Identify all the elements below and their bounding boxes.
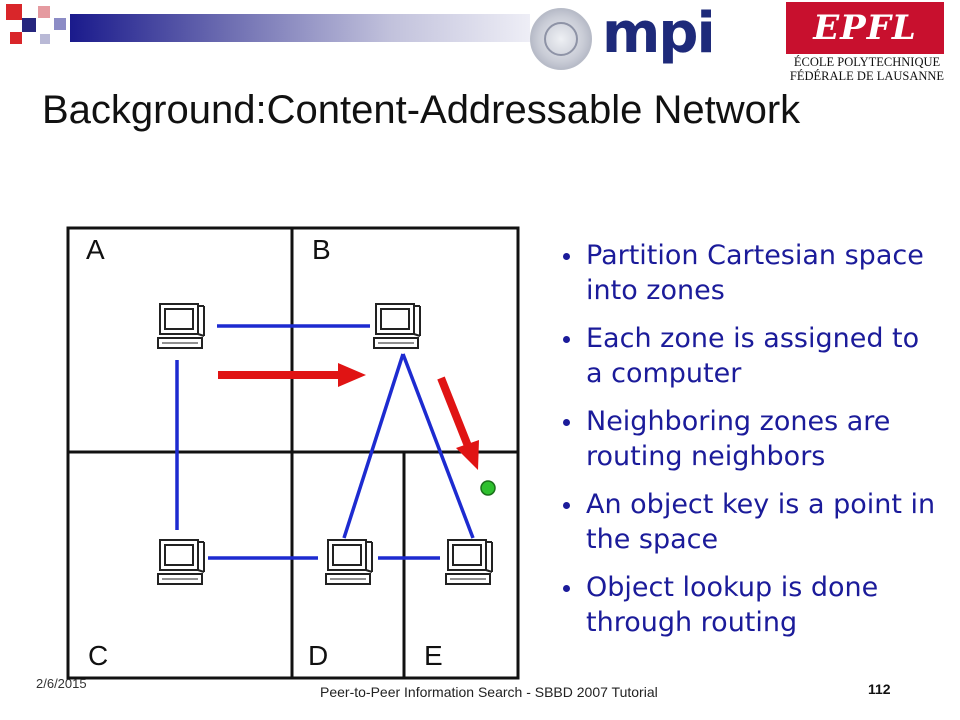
bullet-item: An object key is a point in the space <box>560 487 940 557</box>
header-square-lightblue <box>54 18 66 30</box>
bullet-dot-icon <box>563 585 570 592</box>
object-key-point <box>480 480 496 496</box>
bullet-dot-icon <box>563 419 570 426</box>
bullet-dot-icon <box>563 336 570 343</box>
bullet-item: Neighboring zones are routing neighbors <box>560 404 940 474</box>
node-c-computer-icon <box>157 539 205 585</box>
bullet-dot-icon <box>563 253 570 260</box>
header-gradient-bar <box>70 14 530 42</box>
zone-label-c: C <box>88 640 108 671</box>
header-square-red2 <box>10 32 22 44</box>
header-square-pink <box>38 6 50 18</box>
zone-label-e: E <box>424 640 443 671</box>
routing-arrow-diagonal <box>437 376 479 470</box>
footer-text: Peer-to-Peer Information Search - SBBD 2… <box>320 684 658 700</box>
header-square-red <box>6 4 22 20</box>
slide-title: Background:Content-Addressable Network <box>42 88 801 132</box>
bullet-item: Partition Cartesian space into zones <box>560 238 940 308</box>
header-square-navy <box>22 18 36 32</box>
zone-grid <box>66 226 520 680</box>
node-a-computer-icon <box>157 303 205 349</box>
footer-date: 2/6/2015 <box>36 676 87 691</box>
page-number: 112 <box>868 681 891 697</box>
epfl-logo-text: EPFL <box>813 8 917 48</box>
bullet-item: Object lookup is done through routing <box>560 570 940 640</box>
header-square-gray <box>40 34 50 44</box>
link-b-d <box>342 353 405 539</box>
mpi-logo: mpi <box>602 1 716 66</box>
node-b-computer-icon <box>373 303 421 349</box>
zone-label-d: D <box>308 640 328 671</box>
bullet-text: Neighboring zones are routing neighbors <box>586 406 891 472</box>
bullet-text: Object lookup is done through routing <box>586 572 879 638</box>
routing-arrow-horizontal <box>218 363 366 387</box>
routing-links <box>175 324 475 560</box>
node-d-computer-icon <box>325 539 373 585</box>
bullet-dot-icon <box>563 502 570 509</box>
bullet-text: Partition Cartesian space into zones <box>586 240 924 306</box>
zone-label-a: A <box>86 234 105 265</box>
epfl-subtitle-line2: FÉDÉRALE DE LAUSANNE <box>789 69 945 83</box>
bullet-text: Each zone is assigned to a computer <box>586 323 920 389</box>
node-e-computer-icon <box>445 539 493 585</box>
link-b-e <box>401 353 475 539</box>
epfl-logo: EPFL <box>786 2 944 54</box>
bullet-item: Each zone is assigned to a computer <box>560 321 940 391</box>
epfl-subtitle: ÉCOLE POLYTECHNIQUE FÉDÉRALE DE LAUSANNE <box>784 55 950 83</box>
zone-label-b: B <box>312 234 331 265</box>
bullet-text: An object key is a point in the space <box>586 489 936 555</box>
bullet-list: Partition Cartesian space into zones Eac… <box>560 238 940 653</box>
epfl-subtitle-line1: ÉCOLE POLYTECHNIQUE <box>793 55 941 69</box>
minerva-seal-logo <box>530 8 592 70</box>
